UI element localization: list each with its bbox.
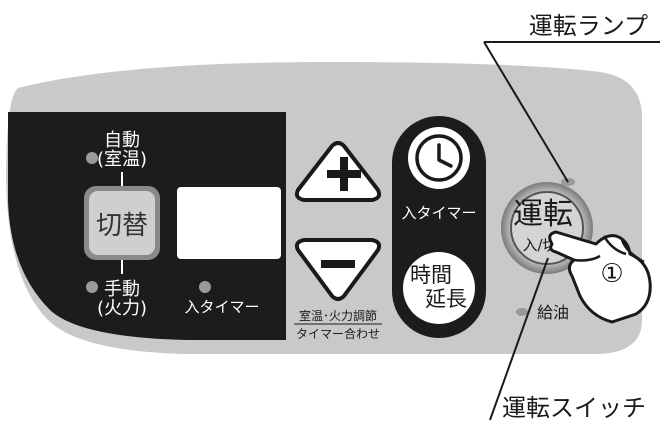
timer-indicator-led (199, 281, 211, 293)
manual-label-line1: 手動 (104, 279, 140, 300)
down-minus-button[interactable] (294, 238, 382, 301)
timer-indicator-label: 入タイマー (184, 298, 259, 316)
manual-label-line2: (火力) (97, 298, 147, 319)
refuel-indicator-led (516, 308, 528, 316)
time-extend-label-line2: 延長 (425, 287, 467, 311)
adjust-caption-line2: タイマー合わせ (296, 326, 380, 341)
step-marker: ① (600, 259, 623, 289)
run-lamp-callout-leader (483, 41, 569, 183)
plus-icon (327, 157, 361, 191)
timer-button[interactable] (408, 127, 470, 189)
refuel-label: 給油 (537, 303, 569, 322)
up-plus-button[interactable] (294, 141, 382, 202)
adjust-caption-line1: 室温･火力調節 (299, 308, 377, 323)
time-extend-button[interactable]: 時間 延長 (403, 252, 475, 324)
switch-mode-button[interactable]: 切替 (84, 186, 160, 260)
clock-icon (415, 134, 463, 182)
switch-mode-label: 切替 (96, 211, 148, 241)
run-lamp-callout-label: 運転ランプ (529, 12, 648, 40)
auto-label-line1: 自動 (104, 130, 140, 151)
run-switch-callout-leader (489, 257, 549, 421)
run-switch-callout-label: 運転スイッチ (502, 394, 646, 422)
time-extend-label-line1: 時間 (410, 263, 452, 287)
run-switch-label-line1: 運転 (513, 197, 573, 232)
auto-indicator-led (86, 152, 98, 164)
manual-indicator-led (86, 281, 98, 293)
pointing-hand-icon (548, 230, 652, 324)
timer-button-label: 入タイマー (401, 204, 476, 222)
minus-icon (321, 260, 355, 268)
lcd-display (177, 187, 281, 259)
auto-label-line2: (室温) (97, 149, 147, 170)
